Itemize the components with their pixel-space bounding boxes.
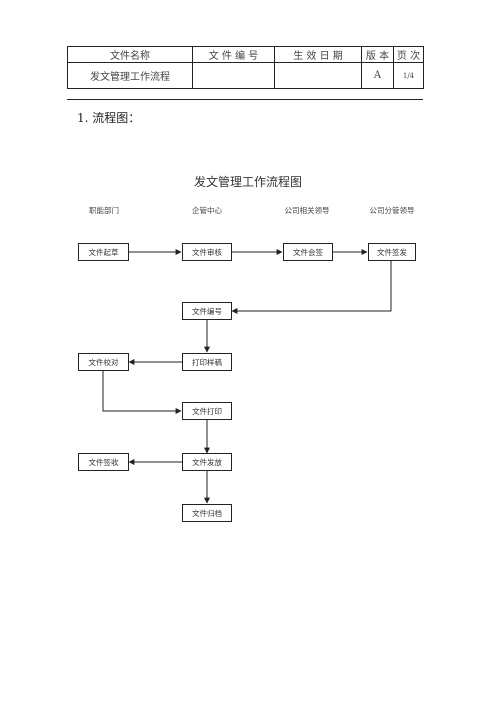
node-distribute: 文件发放 [182,453,232,471]
node-receipt: 文件签收 [78,453,129,471]
node-print: 文件打印 [182,402,232,420]
document-header-table: 文件名称 文 件 编 号 生 效 日 期 版 本 页 次 发文管理工作流程 A … [67,46,424,89]
doc-page-cell: 1/4 [393,62,424,89]
node-review: 文件审核 [182,243,232,261]
node-archive: 文件归档 [182,504,232,522]
doc-name-cell: 发文管理工作流程 [67,62,193,89]
flowchart-title: 发文管理工作流程图 [193,175,302,189]
lane-label-supervising-leader: 公司分管领导 [369,206,415,215]
node-sign-issue: 文件签发 [368,243,416,261]
header-divider [67,99,423,100]
arrow-proofread-to-print [102,371,182,414]
lane-label-management-center: 企管中心 [192,206,222,215]
node-numbering: 文件编号 [182,302,232,320]
node-proofread: 文件校对 [78,353,129,371]
lane-label-functional-dept: 职能部门 [89,206,119,215]
node-countersign: 文件会签 [283,243,333,261]
node-draft: 文件起草 [78,243,129,261]
section-heading: 1. 流程图： [77,111,141,125]
arrow-signissue-to-numbering [231,261,392,314]
header-label-page: 页 次 [393,46,424,63]
lane-label-related-leaders: 公司相关领导 [284,206,330,215]
node-print-sample: 打印样稿 [182,353,232,371]
